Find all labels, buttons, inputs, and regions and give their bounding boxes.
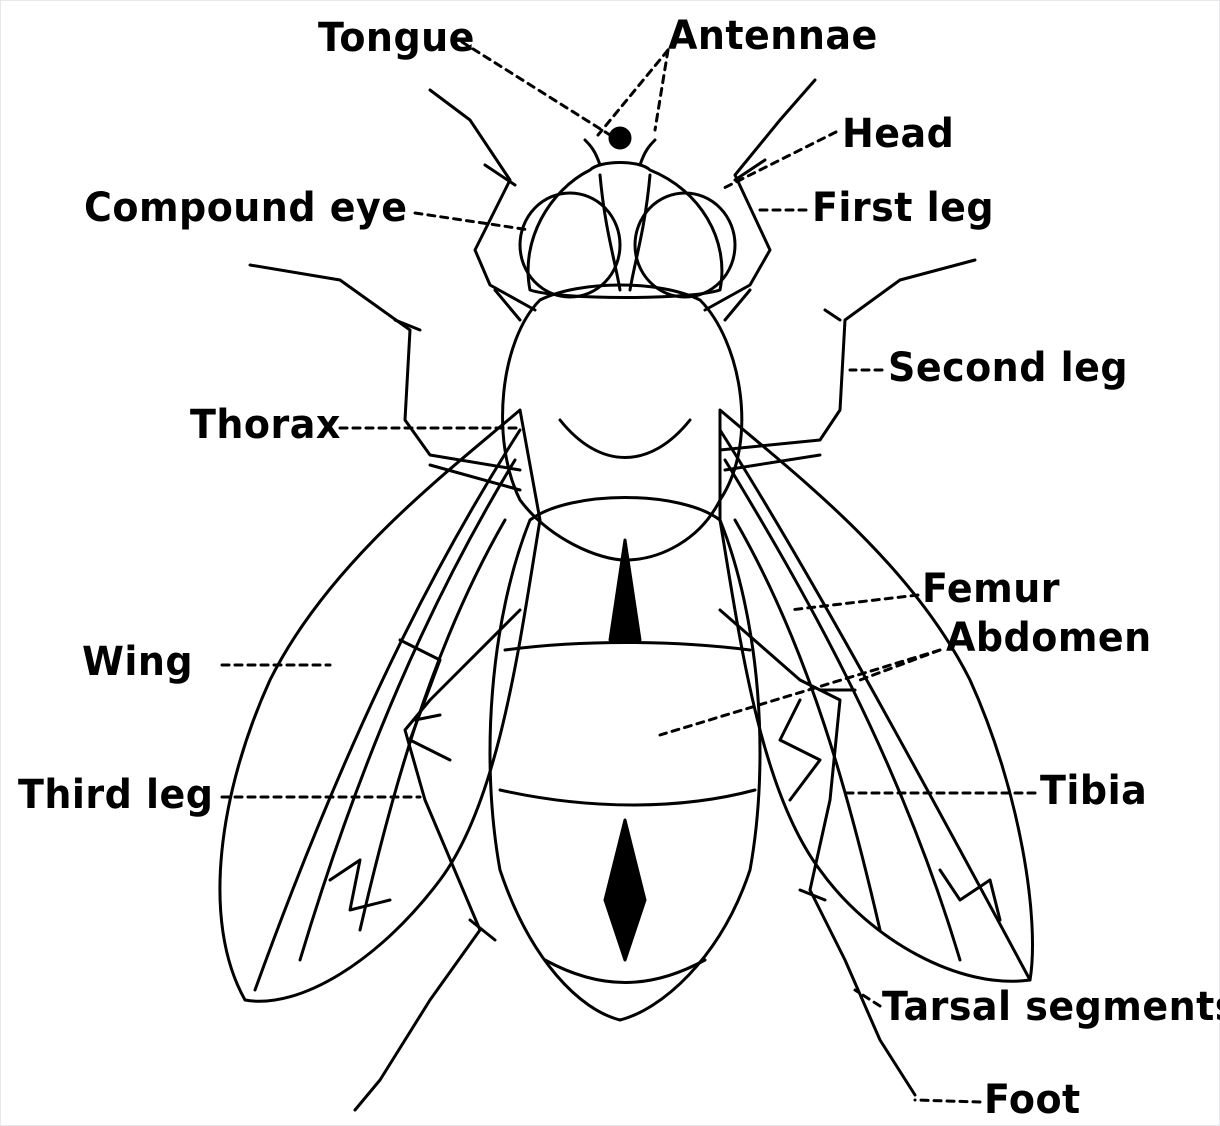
label-compound-eye: Compound eye — [84, 186, 407, 230]
label-abdomen: Abdomen — [946, 616, 1152, 660]
label-head: Head — [842, 112, 954, 156]
label-femur: Femur — [922, 567, 1060, 611]
label-antennae: Antennae — [668, 14, 878, 58]
label-tibia: Tibia — [1040, 769, 1147, 813]
right-wing — [720, 410, 1033, 981]
label-tarsal-segments: Tarsal segments — [882, 985, 1220, 1029]
left-second-leg — [250, 265, 520, 490]
label-foot: Foot — [984, 1078, 1081, 1122]
label-thorax: Thorax — [190, 403, 341, 447]
left-first-leg — [430, 90, 535, 320]
label-tongue: Tongue — [318, 16, 475, 60]
thorax-shape — [503, 285, 742, 560]
label-third-leg: Third leg — [18, 773, 213, 817]
label-first-leg: First leg — [812, 186, 994, 230]
head-shape — [520, 128, 735, 298]
label-wing: Wing — [82, 640, 193, 684]
label-second-leg: Second leg — [888, 346, 1128, 390]
